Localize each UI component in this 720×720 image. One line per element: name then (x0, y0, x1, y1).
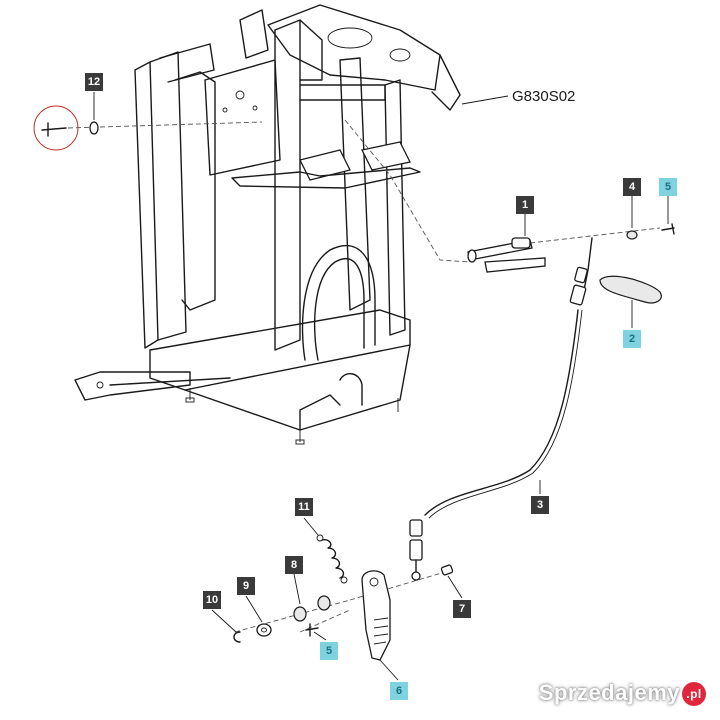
callout-11: 11 (295, 498, 313, 516)
part-9-washer (256, 623, 272, 637)
part-5-screw-top (661, 223, 675, 235)
callout-2: 2 (623, 330, 641, 348)
assembly-guide-lines (67, 119, 661, 633)
callout-5-top: 5 (659, 178, 677, 196)
callout-9: 9 (237, 577, 255, 595)
seat-frame-assembly (74, 4, 461, 445)
part-3-cable (409, 237, 593, 581)
part-11-spring (316, 534, 348, 584)
highlight-circle (33, 105, 79, 151)
part-1-lever-pin (467, 237, 546, 273)
part-6-lever-plate (361, 570, 391, 661)
drawing-reference-code: G830S02 (512, 88, 576, 105)
part-8-bushings (293, 595, 331, 622)
callout-4: 4 (623, 178, 641, 196)
callout-5-lower: 5 (320, 642, 338, 660)
watermark: Sprzedajemy.pl (539, 680, 706, 706)
callout-10: 10 (203, 591, 221, 609)
part-2-handle-grip (599, 275, 662, 304)
callout-3: 3 (531, 496, 549, 514)
part-5-screw-lower (305, 623, 319, 637)
reference-leader-line (461, 95, 509, 105)
part-12-screw-washer (33, 105, 99, 151)
part-7-pin (440, 564, 454, 576)
watermark-text: Sprzedajemy (538, 679, 680, 705)
callout-leader-lines (93, 92, 669, 681)
part-10-clip (233, 631, 241, 643)
part-4-nut (626, 230, 638, 240)
callout-8: 8 (285, 556, 303, 574)
callout-1: 1 (516, 196, 534, 214)
watermark-domain-badge: .pl (682, 682, 706, 706)
callout-7: 7 (453, 600, 471, 618)
callout-6: 6 (390, 682, 408, 700)
callout-12: 12 (85, 73, 103, 91)
